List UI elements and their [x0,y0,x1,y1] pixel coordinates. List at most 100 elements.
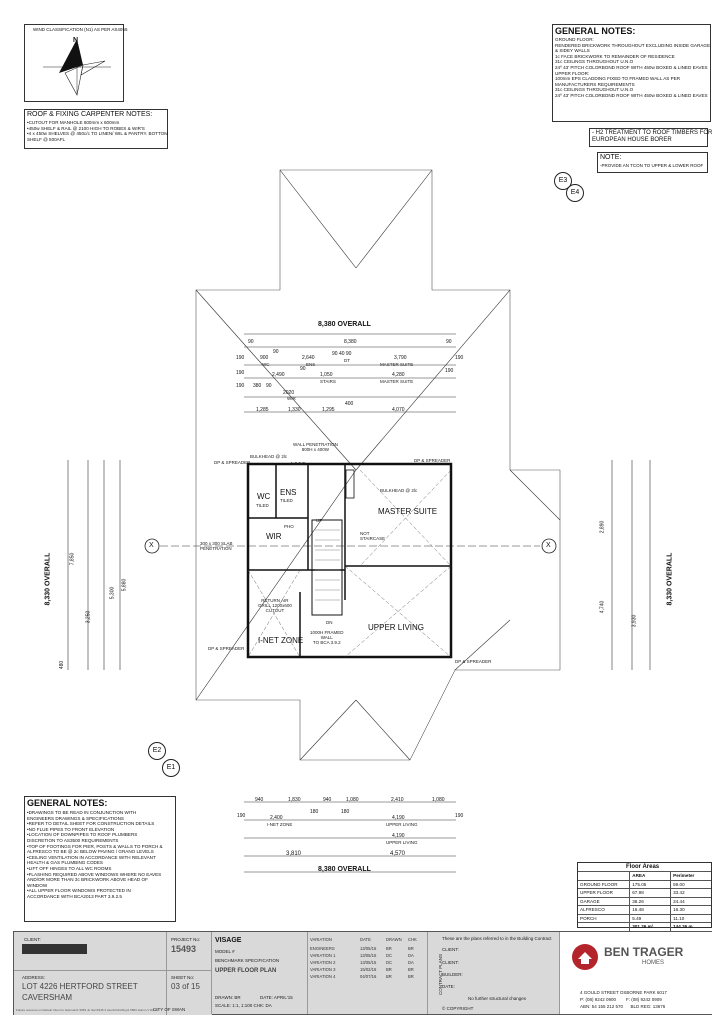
dim-380: 380 [253,383,262,389]
dim-b-4570: 4,570 [390,851,406,857]
framed-wall-note: 1000H FRAMED WALL TO BCA 3.9.2 [310,630,344,645]
lbl-wir-top: WIR [287,396,296,401]
elevation-marker-e2: E2 [148,742,166,760]
floor-areas-cell: 11.10 [670,914,711,922]
note-box: NOTE: -PROVIDE AN TCON TO UPPER & LOWER … [597,152,708,173]
project-label: PROJECT No: [171,937,201,942]
contract-builder: BUILDER: [442,972,463,977]
dim-190a: 190 [236,355,245,361]
variation-cell: VARIATION 4 [310,974,336,979]
contract-section: CONTRACT PLANS These are the plans refer… [427,932,560,1014]
roof-note-line: •450w SHELF & RAIL @ 2100 HIGH TO ROBES … [27,125,145,131]
dim-90-top-a: 90 [248,339,254,345]
general-bottom-note-line: •FLASHING REQUIRED ABOVE WINDOWS WHERE N… [27,871,162,877]
variation-cell: CHK [408,937,417,942]
dim-b-2410: 2,410 [391,797,404,803]
dim-b-2400: 2,400 [270,815,283,821]
general-bottom-note-line: DISCRETION TO AS3500 REQUIREMENTS [27,837,119,843]
variation-cell: BR [386,967,392,972]
tiled-1: TILED [256,503,269,508]
general-top-note-line: 24º 43' PITCH COLORBOND ROOF WITH 450w B… [555,64,708,70]
roof-notes-box: ROOF & FIXING CARPENTER NOTES: •CUTOUT F… [24,109,168,149]
dim-90c: 90 [273,349,279,355]
floor-areas-title: Floor Areas [626,864,660,870]
dim-b-940b: 940 [323,797,332,803]
contract-client-2: CLIENT: [442,960,459,965]
general-top-note-line: RENDERED BRICKWORK THROUGHOUT EXCLUDING … [555,42,711,48]
dim-right-4740: 4,740 [599,600,606,614]
floor-areas-cell [578,923,629,931]
floor-areas-cell: GARAGE [580,898,600,904]
variation-cell: VARIATION 2 [310,960,336,965]
variation-cell: VARIATION 3 [310,967,336,972]
brand-section: BEN TRAGER HOMES 4 GOULD STREET OSBORNE … [559,932,712,1014]
e1-label: E1 [166,764,176,771]
address-value: LOT 4226 HERTFORD STREET [22,982,138,991]
bulkhead-note-2: BULKHEAD @ 2lc [380,488,418,493]
brand-logo-icon [572,944,598,970]
lbl-dt-top: DT [344,358,350,363]
general-bottom-note-line: •TOP OF FOOTINGS FOR PIER, POSTS & WALLS… [27,843,163,849]
north-label: N [73,37,79,44]
general-top-note-line: UPPER FLOOR: [555,70,590,76]
dim-b-190b: 190 [455,813,464,819]
copyright-label: © COPYRIGHT [442,1006,474,1011]
dim-1330: 1,330 [288,407,301,413]
roof-notes-lines: •CUTOUT FOR MANHOLE 600mm x 600mm•450w S… [27,120,168,142]
brand-phone: P: (08) 9242 0900 F: (08) 9242 0909 [580,997,662,1002]
floor-areas-cell: AREA [629,872,670,880]
floor-areas-cell: 59.00 [670,880,711,888]
dim-b-1830: 1,830 [288,797,301,803]
dim-400: 400 [345,401,354,407]
general-bottom-note-line: •LOCATION OF DOWNPIPES TO ROOF PLUMBERS [27,832,138,838]
suburb-value: CAVERSHAM [22,993,73,1002]
dim-b-4190b: 4,190 [392,833,405,839]
brand-sub: HOMES [642,960,665,966]
dim-4280: 4,280 [392,372,405,378]
dim-left-7850: 7,850 [69,552,76,566]
footer-path: Failure outcome on Default Client to Hor… [16,1008,159,1012]
brand-abn: ABN: 54 155 212 570 BLD REG: 13676 [580,1004,666,1009]
dim-left-480: 480 [59,660,66,670]
return-air-note: RETURN AIR GRILL 1200x600 CUTOUT [258,598,292,613]
dim-90d: 90 [300,366,306,372]
dp-spreader-3: DP & SPREADER [208,646,245,651]
dim-b-180b: 180 [341,809,350,815]
variation-cell: DC [386,953,393,958]
pho-label: PHO [284,524,294,529]
roof-note-line: •4 x 450w SHELVES @ 450c/c TO LINEN/ WIL… [27,131,169,137]
overall-top-label: 8,380 OVERALL [318,321,371,328]
overall-left-label: 8,330 OVERALL [44,552,52,606]
dp-spreader-2: DP & SPREADER [414,458,451,463]
general-bottom-note-line: ALFRESCO TO BE @ 2c BELOW PAVING / GRANO… [27,849,154,855]
general-bottom-note-line: •CEILING VENTILATION IN ACCORDANCE WITH … [27,854,156,860]
dn-label: DN [326,620,333,625]
variation-cell: BR [386,974,392,979]
lbl-master-top-2: MASTER SUITE [380,379,414,384]
note-box-text: -PROVIDE AN TCON TO UPPER & LOWER ROOF [600,163,704,168]
scale-label: SCALE: 1:1, 1:100 CHK: DA [215,1003,272,1008]
roof-notes-title: ROOF & FIXING CARPENTER NOTES: [27,111,153,118]
sheet-number: 03 of 15 [171,982,200,991]
general-notes-top: GENERAL NOTES: GROUND FLOOR:RENDERED BRI… [552,24,711,122]
room-ens: ENS [280,488,297,497]
room-wir: WIR [266,532,282,541]
room-wc: WC [257,492,271,501]
dim-1285: 1,285 [256,407,269,413]
dim-190e: 190 [236,383,245,389]
slab-penetration-note: 300 x 300 SLAB PENETRATION [200,541,233,551]
general-bottom-note-line: ENGINEERS DRAWINGS & SPECIFICATIONS [27,815,124,821]
floor-areas-cell: 144.26 m [670,923,711,931]
general-top-note-line: 1c FACE BRICKWORK TO REMAINDER OF RESIDE… [555,53,675,59]
section-x-right: X [546,542,551,549]
floor-areas-cell: 16.48 [629,906,670,914]
overall-right-label: 8,330 OVERALL [666,552,674,606]
dim-right-2890: 2,890 [599,520,606,534]
dim-left-5300: 5,300 [109,586,116,600]
